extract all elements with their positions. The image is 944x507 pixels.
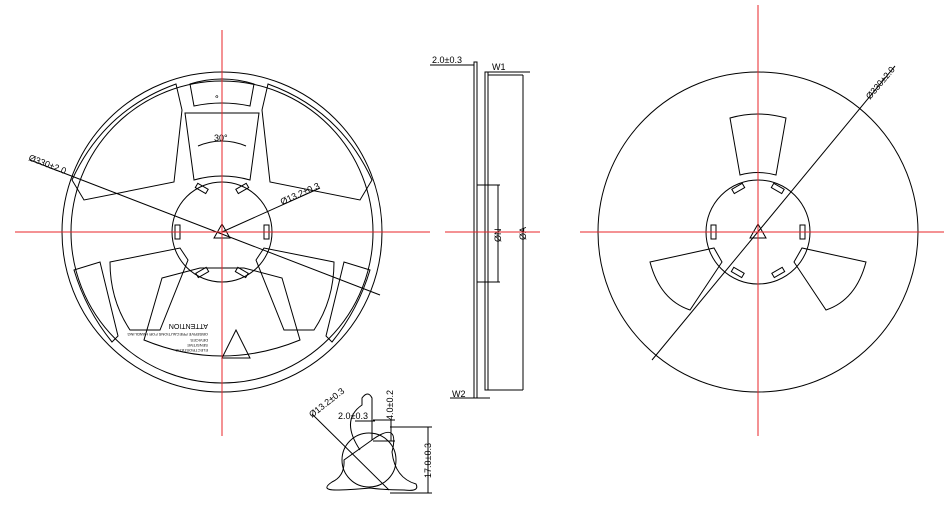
svg-text:DEVICES: DEVICES: [190, 338, 208, 343]
window-far-left: [73, 261, 119, 343]
slot-depth-label: 4.0±0.2: [385, 390, 395, 420]
window-left: [71, 83, 183, 201]
w1-label: W1: [492, 62, 506, 72]
slot: [195, 266, 210, 279]
w2-label: W2: [452, 389, 466, 399]
outer-diameter-label: Ø330±2.0: [27, 153, 67, 176]
svg-text:OBSERVE PRECAUTIONS FOR HANDLI: OBSERVE PRECAUTIONS FOR HANDLING: [127, 332, 208, 337]
svg-text:SENSITIVE: SENSITIVE: [187, 343, 208, 348]
height-label: 17.0±0.3: [423, 443, 433, 478]
window-right: [261, 83, 373, 201]
window-far-right: [325, 261, 371, 343]
diameter-dim-line: [29, 159, 381, 296]
flange-thickness-label: 2.0±0.3: [432, 55, 462, 65]
window-left: [649, 247, 723, 311]
hub-dim-line: [221, 187, 321, 233]
esd-warning-icon: [221, 328, 251, 359]
svg-text:ATTENTION: ATTENTION: [169, 322, 208, 329]
recycle-icon: ♻: [215, 94, 219, 99]
hub-section: [476, 184, 486, 283]
hub-profile: [326, 393, 418, 491]
slot: [235, 182, 250, 195]
outer-diameter-label: Ø330±2.0: [864, 65, 897, 102]
diameter-dim-line: [651, 65, 896, 361]
window-right: [793, 247, 867, 311]
side-view: 2.0±0.3 W1 ØA ØN W2: [430, 55, 540, 399]
front-view: ♻ 30° Ø330±2.0 Ø13.2±0.3 ELECTROSTATIC S…: [15, 30, 430, 436]
bore-dim: [311, 413, 390, 491]
window-lower-right: [255, 247, 335, 331]
window-bottom: [143, 267, 301, 357]
back-view: Ø330±2.0: [580, 5, 944, 436]
window-upper: [184, 112, 260, 181]
slot: [194, 182, 209, 195]
spoke-angle-label: 30°: [214, 133, 228, 143]
window-lower-left: [109, 247, 189, 331]
esd-label: ELECTROSTATIC SENSITIVE DEVICES OBSERVE …: [127, 322, 251, 359]
reel-dia-label: ØA: [518, 227, 528, 240]
window-top: [729, 113, 787, 176]
slot-width-label: 2.0±0.3: [338, 411, 368, 421]
slot: [234, 266, 249, 279]
hub-detail: Ø13.2±0.3 2.0±0.3 4.0±0.2 17.0±0.3: [307, 386, 433, 494]
hub-core: [341, 432, 397, 488]
svg-text:ELECTROSTATIC: ELECTROSTATIC: [175, 348, 208, 353]
hub-dia-label: ØN: [493, 229, 503, 243]
window-top: [189, 78, 255, 107]
